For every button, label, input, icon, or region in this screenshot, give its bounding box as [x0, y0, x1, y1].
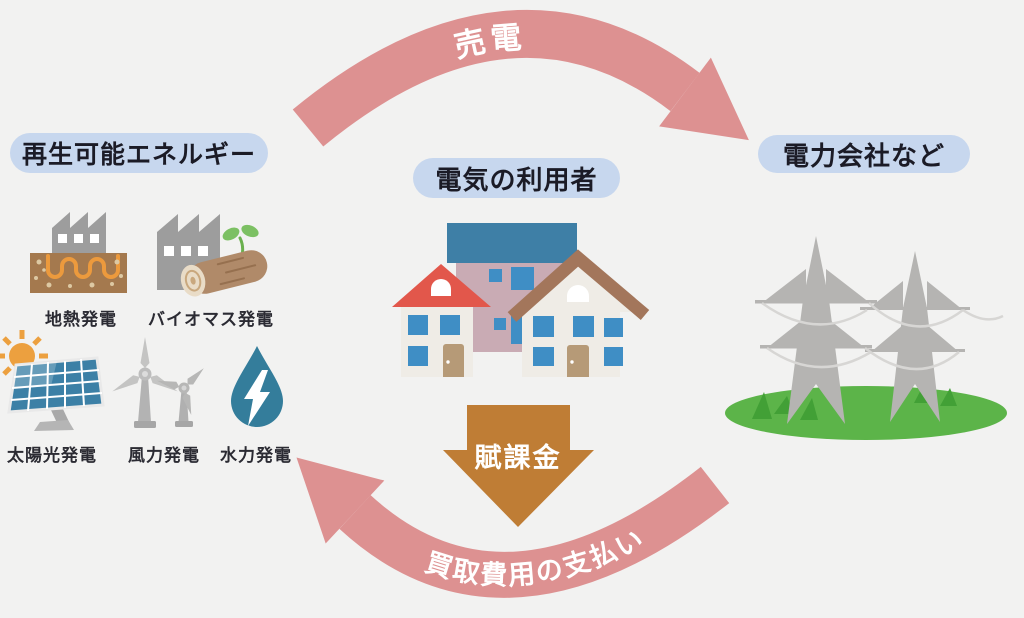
wind-caption: 風力発電 [128, 446, 200, 465]
electricity-users-label: 電気の利用者 [413, 158, 620, 198]
log [180, 250, 268, 297]
hydro-caption: 水力発電 [220, 446, 292, 465]
biomass-caption: バイオマス発電 [148, 310, 274, 329]
wind-icon [112, 337, 204, 428]
power-company-label: 電力会社など [758, 135, 970, 173]
geothermal-icon [30, 212, 127, 293]
hydro-icon [231, 346, 283, 427]
renewable-energy-label-text: 再生可能エネルギー [21, 141, 256, 169]
power-lines [761, 301, 1004, 371]
panel-stand [34, 407, 74, 431]
electricity-users-label-text: 電気の利用者 [435, 164, 598, 195]
pylon-right [860, 251, 970, 422]
surcharge-label: 賦課金 [474, 443, 562, 473]
turbine-small [156, 368, 204, 427]
transmission-towers-illustration [725, 236, 1007, 440]
biomass-icon [157, 214, 268, 297]
power-company-label-text: 電力会社など [782, 140, 945, 171]
houses-illustration [392, 223, 650, 377]
surcharge-arrow [443, 405, 594, 527]
solar-icon [0, 330, 105, 431]
solar-caption: 太陽光発電 [7, 446, 97, 465]
panel-grid [10, 358, 103, 412]
sell-arrow: 売電 [292, 9, 749, 147]
soil-dots [34, 259, 123, 288]
renewable-energy-label: 再生可能エネルギー [10, 133, 268, 173]
geothermal-caption: 地熱発電 [45, 310, 117, 329]
pylon-left [755, 236, 877, 424]
